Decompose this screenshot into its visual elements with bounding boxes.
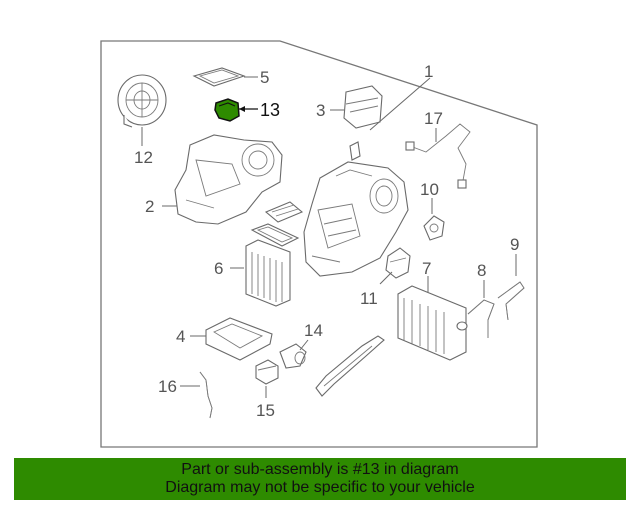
part-7-heater-core[interactable] (397, 285, 468, 361)
banner-line-2: Diagram may not be specific to your vehi… (165, 479, 475, 496)
leader-13-arrow (239, 106, 245, 112)
callout-4: 4 (176, 327, 185, 346)
callout-17: 17 (424, 109, 443, 128)
callout-2: 2 (145, 197, 154, 216)
part-9-pipe[interactable] (497, 281, 525, 321)
part-4-drain-pan[interactable] (205, 317, 273, 361)
part-8-pipe[interactable] (467, 299, 495, 338)
callout-9: 9 (510, 235, 519, 254)
callout-1: 1 (424, 62, 433, 81)
callout-11: 11 (360, 289, 378, 308)
part-2-blower-housing[interactable] (174, 134, 283, 225)
callout-13: 13 (260, 100, 280, 120)
callout-7: 7 (422, 259, 431, 278)
leader-14 (299, 339, 309, 351)
part-14-sensor[interactable] (279, 343, 307, 369)
part-5-cabin-filter[interactable] (192, 67, 246, 87)
callout-12: 12 (134, 148, 153, 167)
part-11-actuator[interactable] (385, 247, 411, 279)
callout-16: 16 (158, 377, 177, 396)
part-gasket[interactable] (250, 223, 300, 247)
leader-1 (369, 77, 431, 131)
part-17-wiring-harness[interactable] (405, 123, 471, 189)
part-12-blower-motor[interactable] (117, 74, 167, 128)
info-banner: Part or sub-assembly is #13 in diagram D… (14, 458, 626, 500)
callout-5: 5 (260, 68, 269, 87)
callout-3: 3 (316, 101, 325, 120)
part-6-evaporator[interactable] (245, 239, 291, 307)
part-3-actuator[interactable] (343, 85, 383, 129)
part-16-drain-hose[interactable] (199, 371, 213, 419)
part-grille-bracket[interactable] (264, 201, 304, 223)
part-duct[interactable] (315, 335, 385, 397)
callout-14: 14 (304, 321, 323, 340)
callout-6: 6 (214, 259, 223, 278)
part-10-actuator[interactable] (423, 215, 445, 241)
banner-line-1: Part or sub-assembly is #13 in diagram (181, 461, 459, 478)
part-13-highlighted[interactable] (214, 98, 240, 122)
parts-diagram: 12 5 13 2 3 1 (100, 40, 538, 448)
callout-8: 8 (477, 261, 486, 280)
callout-15: 15 (256, 401, 275, 420)
leader-11 (379, 271, 393, 285)
part-clip[interactable] (349, 141, 361, 161)
part-15-resistor[interactable] (255, 359, 279, 385)
callout-10: 10 (420, 180, 439, 199)
part-1-heater-case[interactable] (303, 161, 409, 277)
